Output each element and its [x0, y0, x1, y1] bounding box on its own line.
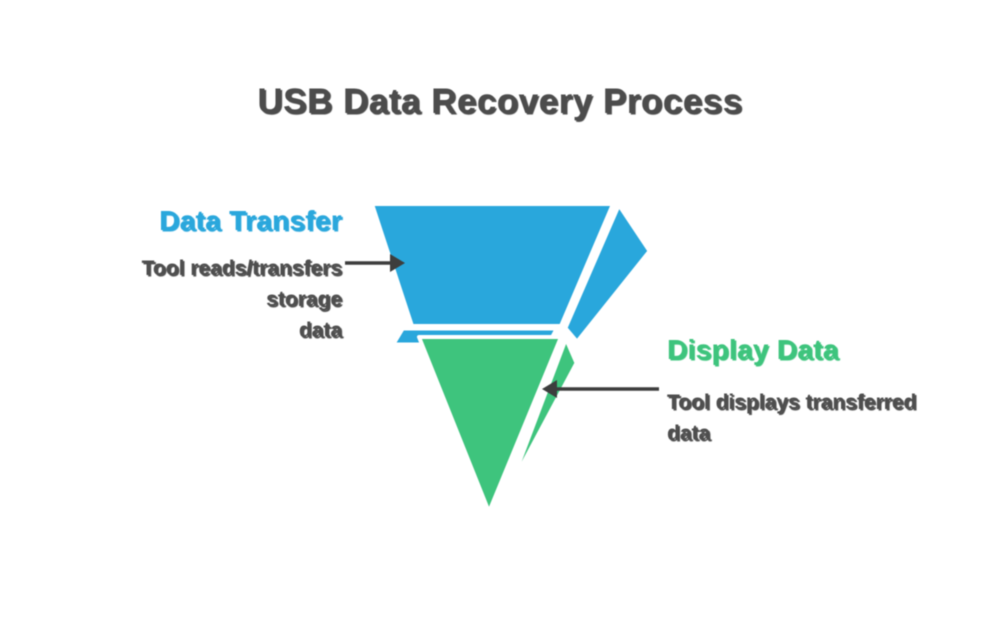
left-annotation-arrow [345, 254, 405, 272]
stage-desc-data-transfer: Tool reads/transfers storage data [62, 253, 342, 346]
stage-desc-display-data: Tool displays transferred data [667, 387, 957, 449]
funnel-stage-display-data [417, 335, 578, 514]
blue-trapezoid-main-face [370, 202, 615, 328]
right-arrowhead-icon [390, 254, 405, 272]
stage-label-display-data: Display Data [667, 334, 839, 365]
stage-desc-line2: data [298, 319, 342, 342]
green-triangle-main-face [417, 335, 563, 514]
callout-display-data: Display Data Tool displays transferred d… [667, 334, 957, 449]
left-arrowhead-icon [542, 380, 557, 398]
stage-label-data-transfer: Data Transfer [159, 205, 342, 236]
stage-desc-line1: Tool reads/transfers storage [141, 257, 342, 311]
stage-desc-line2: data [667, 422, 711, 445]
stage-desc-line1: Tool displays transferred [667, 391, 917, 414]
diagram-title: USB Data Recovery Process [257, 82, 743, 121]
right-annotation-arrow [542, 380, 659, 398]
funnel-stage-data-transfer [370, 202, 651, 346]
blue-trapezoid-side-face [564, 204, 651, 343]
green-triangle-side-face [510, 338, 578, 485]
callout-data-transfer: Data Transfer Tool reads/transfers stora… [62, 205, 342, 346]
